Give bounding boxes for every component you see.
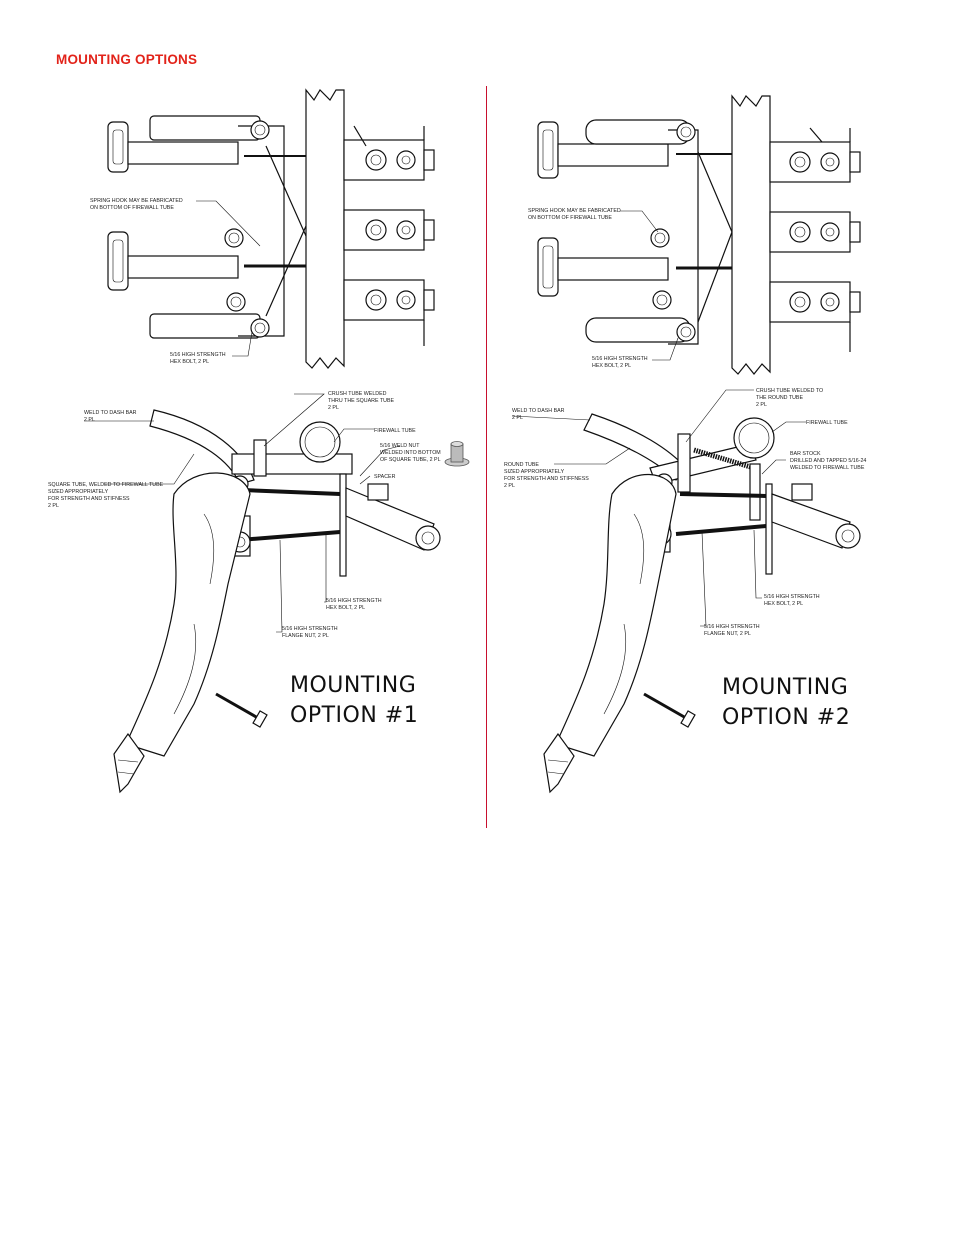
o2-label-round-4: 2 PL (504, 483, 515, 489)
option2-top-view-drawing: SPRING HOOK MAY BE FABRICATED ON BOTTOM … (528, 94, 861, 375)
o2-title-line2: OPTION #2 (722, 705, 850, 730)
o1-label-flange-2: FLANGE NUT, 2 PL (282, 633, 329, 639)
o2-label-spring-hook-1: SPRING HOOK MAY BE FABRICATED (528, 208, 621, 214)
o1-label-weld-nut-3: OF SQUARE TUBE, 2 PL (380, 457, 441, 463)
o1-label-spring-hook-2: ON BOTTOM OF FIREWALL TUBE (90, 205, 174, 211)
o1-label-square-3: FOR STRENGTH AND STIFNESS (48, 496, 130, 502)
o2-label-weld-dash-1: WELD TO DASH BAR (512, 408, 565, 414)
o2-label-round-1: ROUND TUBE (504, 462, 539, 468)
option2-side-view-drawing: WELD TO DASH BAR 2 PL CRUSH TUBE WELDED … (504, 388, 866, 794)
o1-label-crush-2: THRU THE SQUARE TUBE (328, 398, 394, 404)
o1-label-hex-bolt-2: HEX BOLT, 2 PL (170, 359, 209, 365)
o2-label-crush-3: 2 PL (756, 402, 767, 408)
o1-label-spacer: SPACER (374, 474, 396, 480)
o2-label-hex-bolt-2: HEX BOLT, 2 PL (592, 363, 631, 369)
o2-label-bar-2: DRILLED AND TAPPED 5/16-24 (790, 458, 866, 464)
o2-label-hex-2: HEX BOLT, 2 PL (764, 601, 803, 607)
o1-label-weld-dash-1: WELD TO DASH BAR (84, 410, 137, 416)
o2-label-crush-2: THE ROUND TUBE (756, 395, 803, 401)
o2-title-line1: MOUNTING (722, 675, 848, 700)
o2-label-bar-3: WELDED TO FIREWALL TUBE (790, 465, 865, 471)
o1-label-crush-1: CRUSH TUBE WELDED (328, 391, 387, 397)
o2-label-firewall-tube: FIREWALL TUBE (806, 420, 848, 426)
o1-label-hex-2: HEX BOLT, 2 PL (326, 605, 365, 611)
o2-label-crush-1: CRUSH TUBE WELDED TO (756, 388, 823, 394)
o1-label-square-4: 2 PL (48, 503, 59, 509)
o1-label-firewall-tube: FIREWALL TUBE (374, 428, 416, 434)
option1-side-view-drawing: WELD TO DASH BAR 2 PL CRUSH TUBE WELDED … (48, 391, 470, 794)
o2-label-flange-2: FLANGE NUT, 2 PL (704, 631, 751, 637)
o2-label-hex-1: 5/16 HIGH STRENGTH (764, 594, 820, 600)
o1-label-hex-bolt-1: 5/16 HIGH STRENGTH (170, 352, 226, 358)
o1-label-square-1: SQUARE TUBE, WELDED TO FIREWALL TUBE (48, 482, 164, 488)
page-heading: MOUNTING OPTIONS (56, 52, 198, 67)
o1-label-flange-1: 5/16 HIGH STRENGTH (282, 626, 338, 632)
o1-title-line1: MOUNTING (290, 673, 416, 698)
weld-nut-icon (444, 441, 470, 467)
o1-title-line2: OPTION #1 (290, 703, 418, 728)
o1-label-weld-nut-2: WELDED INTO BOTTOM (380, 450, 441, 456)
o1-label-square-2: SIZED APPROPRIATELY (48, 489, 109, 495)
o2-label-round-3: FOR STRENGTH AND STIFFNESS (504, 476, 589, 482)
o1-label-weld-dash-2: 2 PL (84, 417, 95, 423)
o2-label-round-2: SIZED APPROPRIATELY (504, 469, 565, 475)
column-divider (486, 86, 487, 828)
o2-label-spring-hook-2: ON BOTTOM OF FIREWALL TUBE (528, 215, 612, 221)
o2-label-flange-1: 5/16 HIGH STRENGTH (704, 624, 760, 630)
o2-label-bar-1: BAR STOCK (790, 451, 821, 457)
o1-label-weld-nut-1: 5/16 WELD NUT (380, 443, 420, 449)
option1-top-view-drawing: SPRING HOOK MAY BE FABRICATED ON BOTTOM … (90, 88, 435, 369)
o1-label-hex-1: 5/16 HIGH STRENGTH (326, 598, 382, 604)
o1-label-crush-3: 2 PL (328, 405, 339, 411)
o2-label-hex-bolt-1: 5/16 HIGH STRENGTH (592, 356, 648, 362)
o2-label-weld-dash-2: 2 PL (512, 415, 523, 421)
o1-label-spring-hook-1: SPRING HOOK MAY BE FABRICATED (90, 198, 183, 204)
